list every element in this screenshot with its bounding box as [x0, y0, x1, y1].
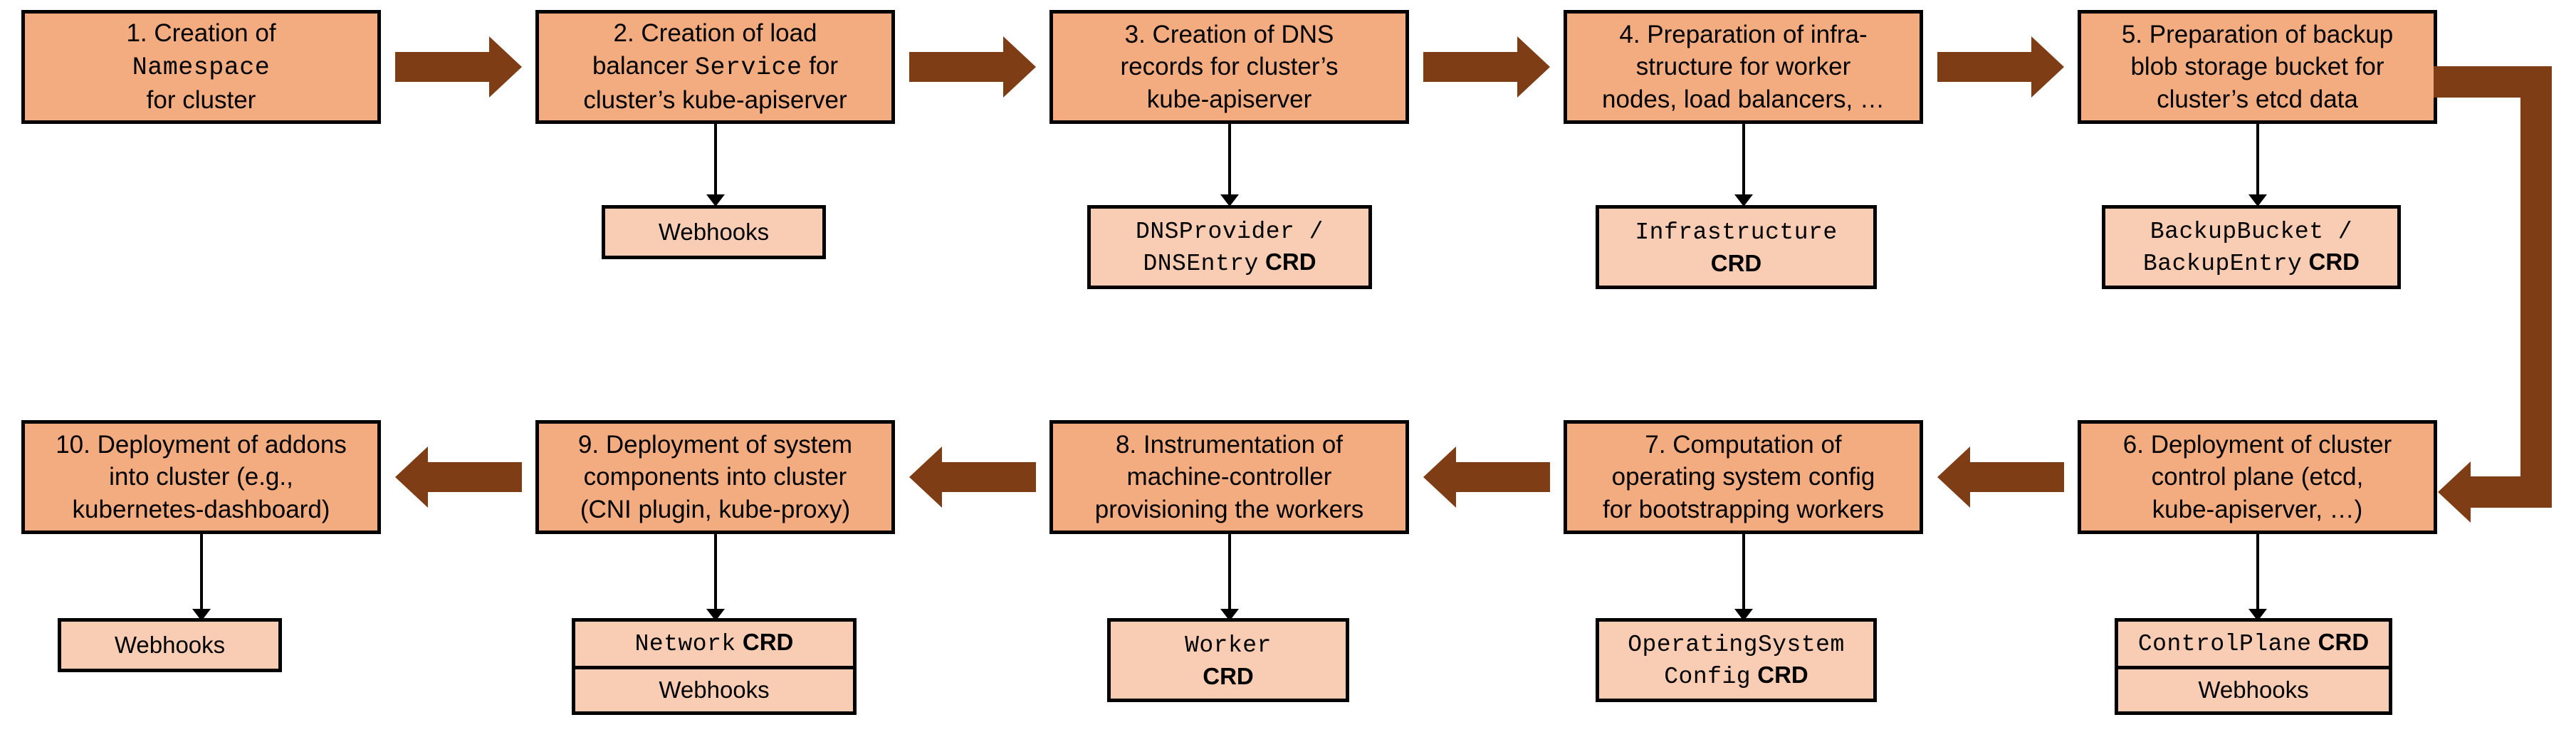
artifact-box-step9[interactable]: Network CRD Webhooks — [572, 618, 857, 715]
artifact-box-step2[interactable]: Webhooks — [602, 205, 826, 259]
flow-arrow-2-to-3 — [909, 36, 1036, 98]
arrow-head — [1003, 36, 1036, 98]
artifact-cell-webhooks: Webhooks — [2118, 666, 2389, 711]
flow-arrow-4-to-5 — [1937, 36, 2064, 98]
arrow-shaft — [395, 52, 491, 82]
artifact-cell-webhooks: Webhooks — [575, 666, 853, 711]
arrow-shaft — [909, 52, 1005, 82]
connector-arrowhead-step6 — [2248, 609, 2267, 621]
arrow-head — [1517, 36, 1550, 98]
flow-arrow-3-to-4 — [1423, 36, 1550, 98]
flow-arrow-1-to-2 — [395, 36, 522, 98]
elbow-segment-vertical — [2520, 66, 2552, 508]
connector-line-step8 — [1228, 534, 1231, 611]
artifact-box-step10[interactable]: Webhooks — [58, 618, 282, 672]
arrow-head — [489, 36, 522, 98]
connector-arrowhead-step4 — [1734, 194, 1753, 207]
artifact-cell-backup-crd: BackupBucket /BackupEntry CRD — [2142, 218, 2360, 277]
connector-line-step6 — [2256, 534, 2259, 611]
arrow-head — [909, 446, 942, 508]
flow-arrow-9-to-10 — [395, 446, 522, 508]
artifact-box-step6[interactable]: ControlPlane CRD Webhooks — [2115, 618, 2392, 715]
connector-line-step2 — [714, 124, 717, 197]
connector-arrowhead-step5 — [2248, 194, 2267, 207]
arrow-head — [395, 446, 428, 508]
elbow-segment-horizontal-bottom — [2471, 476, 2552, 508]
arrow-head — [2031, 36, 2064, 98]
artifact-cell-webhooks: Webhooks — [658, 218, 770, 245]
artifact-cell-webhooks: Webhooks — [114, 631, 226, 658]
artifact-cell-dns-crd: DNSProvider /DNSEntry CRD — [1136, 218, 1324, 277]
arrow-shaft — [426, 462, 522, 492]
connector-line-step3 — [1228, 124, 1231, 197]
arrow-shaft — [941, 462, 1036, 492]
step-4-text: 4. Preparation of infra-structure for wo… — [1602, 20, 1885, 113]
arrow-shaft — [1423, 52, 1519, 82]
connector-arrowhead-step7 — [1734, 609, 1753, 621]
connector-arrowhead-step2 — [706, 194, 725, 207]
flow-arrow-6-to-7 — [1937, 446, 2064, 508]
artifact-box-step3[interactable]: DNSProvider /DNSEntry CRD — [1087, 205, 1372, 289]
connector-arrowhead-step8 — [1220, 609, 1239, 621]
artifact-cell-controlplane-crd: ControlPlane CRD — [2137, 629, 2370, 658]
connector-line-step7 — [1742, 534, 1745, 611]
connector-arrowhead-step9 — [706, 609, 725, 621]
connector-line-step4 — [1742, 124, 1745, 197]
artifact-box-step5[interactable]: BackupBucket /BackupEntry CRD — [2102, 205, 2401, 289]
connector-line-step5 — [2256, 124, 2259, 197]
connector-line-step9 — [714, 534, 717, 611]
arrow-shaft — [1969, 462, 2064, 492]
connector-line-step10 — [200, 534, 203, 611]
connector-arrowhead-step3 — [1220, 194, 1239, 207]
elbow-arrow-head — [2438, 461, 2471, 523]
arrow-head — [1423, 446, 1456, 508]
artifact-cell-network-crd: Network CRD — [634, 629, 794, 658]
arrow-head — [1937, 446, 1970, 508]
flow-arrow-8-to-9 — [909, 446, 1036, 508]
flow-arrow-7-to-8 — [1423, 446, 1550, 508]
connector-arrowhead-step10 — [192, 609, 211, 621]
arrow-shaft — [1937, 52, 2033, 82]
arrow-shaft — [1455, 462, 1550, 492]
step-box-4[interactable]: 4. Preparation of infra-structure for wo… — [1564, 10, 1923, 124]
